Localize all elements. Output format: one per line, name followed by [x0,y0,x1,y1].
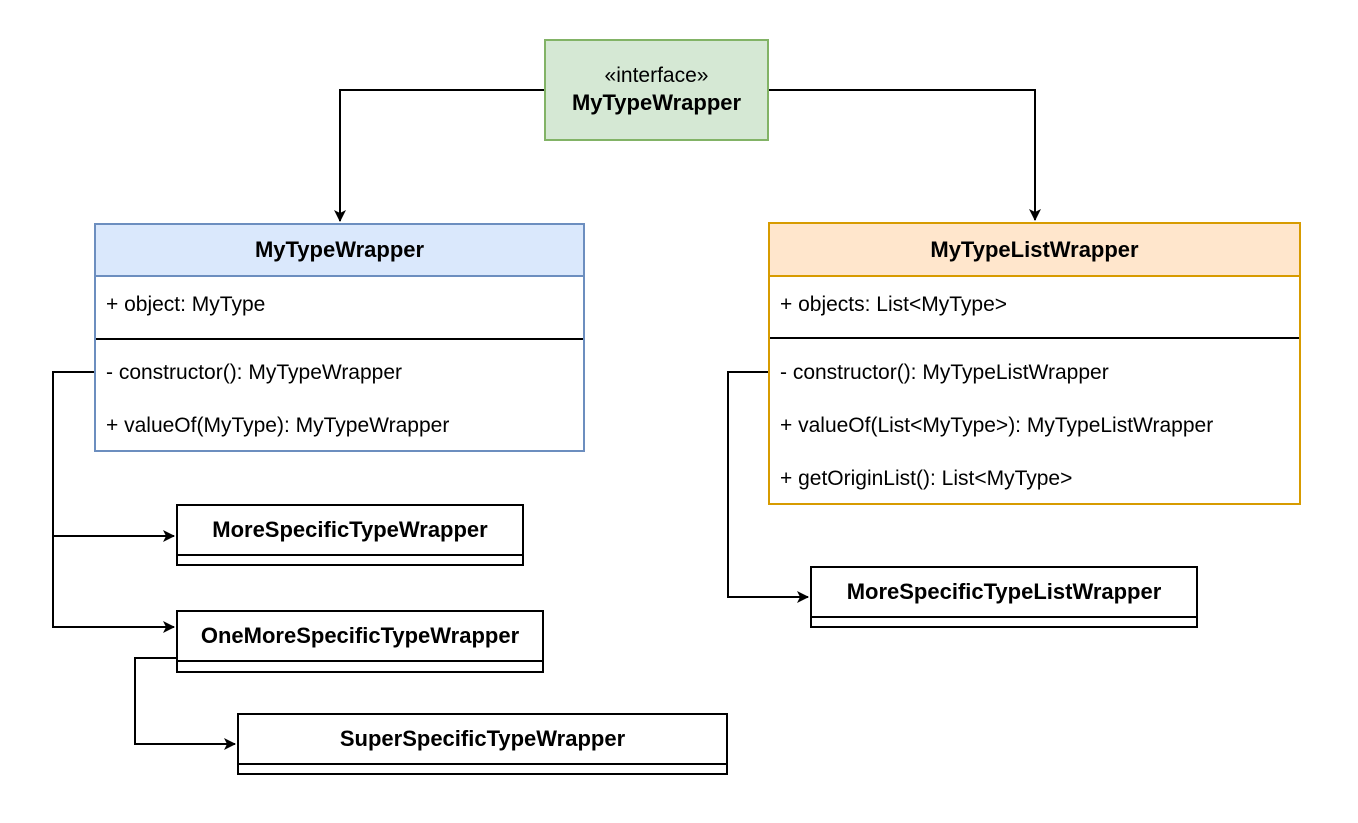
interface-stereotype: «interface» [604,64,709,87]
class-mytypelistwrapper-title: MyTypeListWrapper [770,224,1299,277]
class-morespecifictypewrapper[interactable]: MoreSpecificTypeWrapper [176,504,524,566]
divider [96,338,583,340]
interface-title: «interface» MyTypeWrapper [546,41,767,139]
class-title: MoreSpecificTypeListWrapper [812,568,1196,618]
method-valueof: + valueOf(MyType): MyTypeWrapper [106,414,450,437]
class-mytypewrapper-title: MyTypeWrapper [96,225,583,277]
edge-mytypewrapper-to-morespecific [52,371,175,542]
divider [770,337,1299,339]
edge-interface-to-mytypewrapper [334,89,544,222]
interface-name: MyTypeWrapper [571,90,742,115]
edge-mytypelistwrapper-to-morespecificlist [727,371,809,603]
class-mytypewrapper[interactable]: MyTypeWrapper + object: MyType - constru… [94,223,585,452]
method-valueof: + valueOf(List<MyType>): MyTypeListWrapp… [780,414,1214,437]
class-mytypelistwrapper[interactable]: MyTypeListWrapper + objects: List<MyType… [768,222,1301,505]
edge-interface-to-mytypelistwrapper [769,89,1041,221]
class-title: MoreSpecificTypeWrapper [178,506,522,556]
edge-mytypewrapper-to-onemorespecific [52,536,175,633]
field-object: + object: MyType [106,293,266,316]
class-morespecifictypelistwrapper[interactable]: MoreSpecificTypeListWrapper [810,566,1198,628]
class-title: SuperSpecificTypeWrapper [239,715,726,765]
class-superspecifictypewrapper[interactable]: SuperSpecificTypeWrapper [237,713,728,775]
method-constructor: - constructor(): MyTypeListWrapper [780,361,1109,384]
method-constructor: - constructor(): MyTypeWrapper [106,361,403,384]
method-getoriginlist: + getOriginList(): List<MyType> [780,467,1073,490]
edge-onemorespecific-to-superspecific [134,657,236,750]
interface-mytypewrapper[interactable]: «interface» MyTypeWrapper [544,39,769,141]
field-objects: + objects: List<MyType> [780,293,1008,316]
class-title: OneMoreSpecificTypeWrapper [178,612,542,662]
class-onemorespecifictypewrapper[interactable]: OneMoreSpecificTypeWrapper [176,610,544,673]
